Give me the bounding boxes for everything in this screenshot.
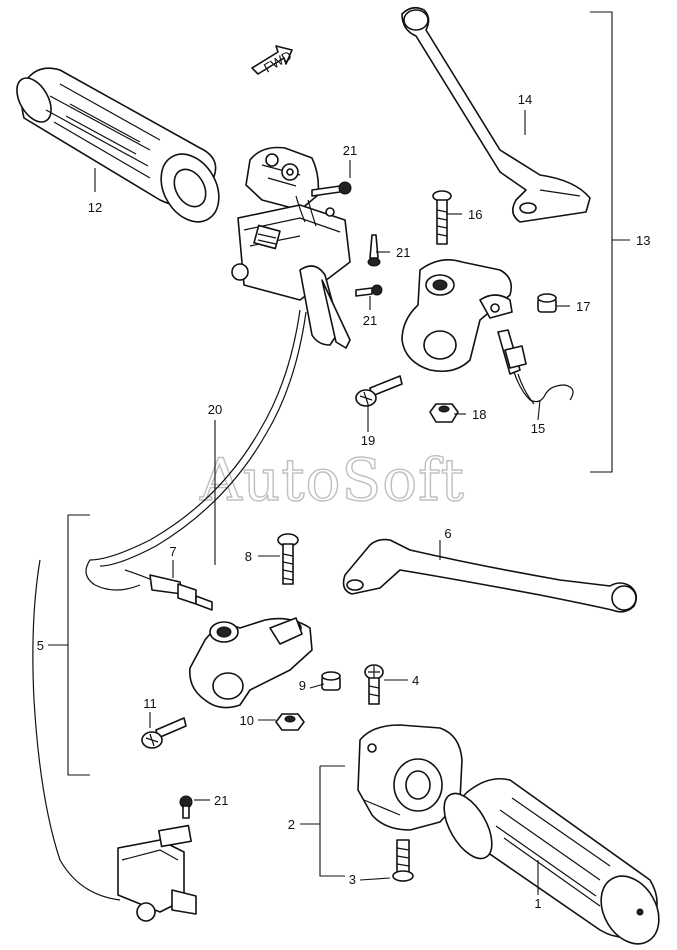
spacer-17 bbox=[537, 293, 557, 313]
callout-16: 16 bbox=[468, 207, 482, 222]
callout-4: 4 bbox=[412, 673, 419, 688]
bolt-16 bbox=[432, 190, 452, 245]
callout-7: 7 bbox=[169, 544, 176, 559]
callout-3: 3 bbox=[349, 872, 356, 887]
callout-20: 20 bbox=[208, 402, 222, 417]
lower-switch bbox=[32, 559, 197, 922]
brake-lever-6 bbox=[342, 538, 638, 613]
callout-18: 18 bbox=[472, 407, 486, 422]
screw-11 bbox=[141, 717, 187, 749]
screw-21-low bbox=[355, 284, 383, 297]
right-grip-1 bbox=[443, 777, 660, 945]
callout-9: 9 bbox=[299, 678, 306, 693]
callout-15: 15 bbox=[531, 421, 545, 436]
screw-19 bbox=[355, 375, 403, 407]
switch-15 bbox=[497, 329, 574, 405]
clutch-lever-14 bbox=[401, 6, 591, 223]
callout-labels: 1 2 3 4 5 6 7 8 9 10 11 12 13 14 15 16 1… bbox=[37, 92, 651, 911]
left-grip bbox=[16, 67, 220, 223]
callout-8: 8 bbox=[245, 549, 252, 564]
screw-21-mid bbox=[367, 234, 381, 267]
nut-10 bbox=[275, 713, 305, 731]
switch-7 bbox=[124, 569, 213, 611]
clutch-bracket bbox=[401, 259, 513, 373]
screw-21-top bbox=[311, 181, 352, 197]
throttle-housing-2 bbox=[357, 724, 463, 831]
callout-1: 1 bbox=[534, 896, 541, 911]
callout-11: 11 bbox=[143, 696, 157, 711]
callout-19: 19 bbox=[361, 433, 375, 448]
leader-lines bbox=[48, 11, 630, 895]
watermark-text: AutoSoft bbox=[199, 446, 465, 514]
bolt-8 bbox=[277, 533, 299, 585]
callout-13: 13 bbox=[636, 233, 650, 248]
callout-21-bottom: 21 bbox=[214, 793, 228, 808]
fwd-arrow: FWD bbox=[251, 45, 294, 76]
callout-21-top: 21 bbox=[343, 143, 357, 158]
cable-20 bbox=[85, 309, 307, 591]
callout-2: 2 bbox=[288, 817, 295, 832]
screw-4 bbox=[364, 664, 384, 705]
left-switch-assembly bbox=[231, 146, 351, 349]
callout-21-low: 21 bbox=[363, 313, 377, 328]
callout-5: 5 bbox=[37, 638, 44, 653]
spacer-9 bbox=[321, 671, 341, 691]
callout-17: 17 bbox=[576, 299, 590, 314]
callout-21-mid: 21 bbox=[396, 245, 410, 260]
callout-12: 12 bbox=[88, 200, 102, 215]
screw-3 bbox=[392, 839, 414, 882]
nut-18 bbox=[429, 403, 459, 423]
brake-bracket bbox=[188, 617, 313, 709]
callout-10: 10 bbox=[240, 713, 254, 728]
screw-21-bottom bbox=[179, 795, 193, 819]
callout-14: 14 bbox=[518, 92, 532, 107]
callout-6: 6 bbox=[444, 526, 451, 541]
